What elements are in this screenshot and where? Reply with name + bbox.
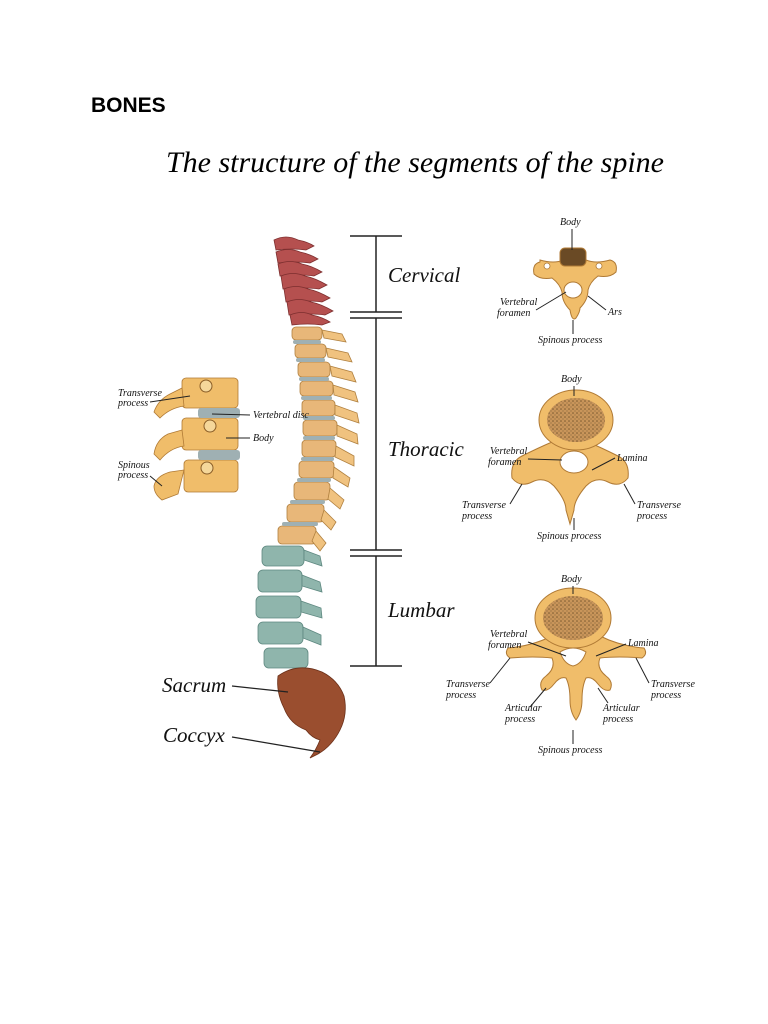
cervical-vertebra-labels: Body Vertebral foramen Ars Spinous proce…: [497, 217, 622, 346]
label-thor-tp-left-2: process: [461, 511, 492, 522]
label-thor-tp-left-1: Transverse: [462, 500, 506, 511]
label-sacrum: Sacrum: [162, 673, 226, 697]
label-lumb-body: Body: [561, 574, 582, 585]
region-brackets: [350, 235, 402, 667]
leader-coccyx: [231, 736, 321, 753]
label-cerv-foramen-1: Vertebral: [500, 297, 537, 308]
side-view-vertebrae: [153, 377, 240, 501]
label-lumb-ap-right-1: Articular: [602, 703, 640, 714]
label-thoracic: Thoracic: [388, 437, 465, 461]
label-cerv-foramen-2: foramen: [497, 308, 530, 319]
label-thor-lamina: Lamina: [616, 453, 648, 464]
label-lumbar: Lumbar: [387, 598, 455, 622]
label-thor-spinous: Spinous process: [537, 531, 601, 542]
label-lumb-ap-left-1: Articular: [504, 703, 542, 714]
label-side-transverse-1: Transverse: [118, 388, 162, 399]
label-side-body: Body: [253, 433, 274, 444]
label-lumb-foramen-1: Vertebral: [490, 629, 527, 640]
label-cervical: Cervical: [388, 263, 460, 287]
label-cerv-body: Body: [560, 217, 581, 228]
label-lumb-spinous: Spinous process: [538, 745, 602, 756]
thoracic-vertebra-top-view: [511, 389, 629, 526]
label-lumb-lamina: Lamina: [627, 638, 659, 649]
label-lumb-tp-left-1: Transverse: [446, 679, 490, 690]
label-side-spinous-2: process: [117, 470, 148, 481]
label-side-transverse-2: process: [117, 398, 148, 409]
leader-sacrum: [231, 685, 289, 693]
lumbar-vertebrae: [255, 545, 323, 669]
spine-column: [255, 236, 360, 759]
label-lumb-tp-right-2: process: [650, 690, 681, 701]
lumbar-vertebra-labels: Body Vertebral foramen Lamina Transverse…: [445, 574, 695, 756]
label-cerv-ars: Ars: [607, 307, 622, 318]
label-coccyx: Coccyx: [163, 723, 225, 747]
label-lumb-ap-right-2: process: [602, 714, 633, 725]
label-thor-foramen-2: foramen: [488, 457, 521, 468]
label-cerv-spinous: Spinous process: [538, 335, 602, 346]
label-thor-body: Body: [561, 374, 582, 385]
thoracic-vertebra-labels: Body Vertebral foramen Lamina Transverse…: [461, 374, 681, 542]
label-lumb-ap-left-2: process: [504, 714, 535, 725]
label-side-spinous-1: Spinous: [118, 460, 150, 471]
label-lumb-foramen-2: foramen: [488, 640, 521, 651]
cervical-vertebrae: [273, 236, 334, 326]
label-thor-tp-right-1: Transverse: [637, 500, 681, 511]
sacrum-coccyx: [277, 667, 346, 759]
page-heading: BONES: [91, 94, 166, 117]
lumbar-vertebra-top-view: [505, 587, 647, 721]
label-lumb-tp-right-1: Transverse: [651, 679, 695, 690]
figure-title: The structure of the segments of the spi…: [166, 146, 664, 179]
label-thor-tp-right-2: process: [636, 511, 667, 522]
label-lumb-tp-left-2: process: [445, 690, 476, 701]
side-view-labels: Transverse process Vertebral disc Body S…: [117, 388, 309, 487]
thoracic-vertebrae: [277, 326, 360, 552]
label-thor-foramen-1: Vertebral: [490, 446, 527, 457]
label-side-disc: Vertebral disc: [253, 410, 309, 421]
cervical-vertebra-top-view: [533, 247, 617, 320]
